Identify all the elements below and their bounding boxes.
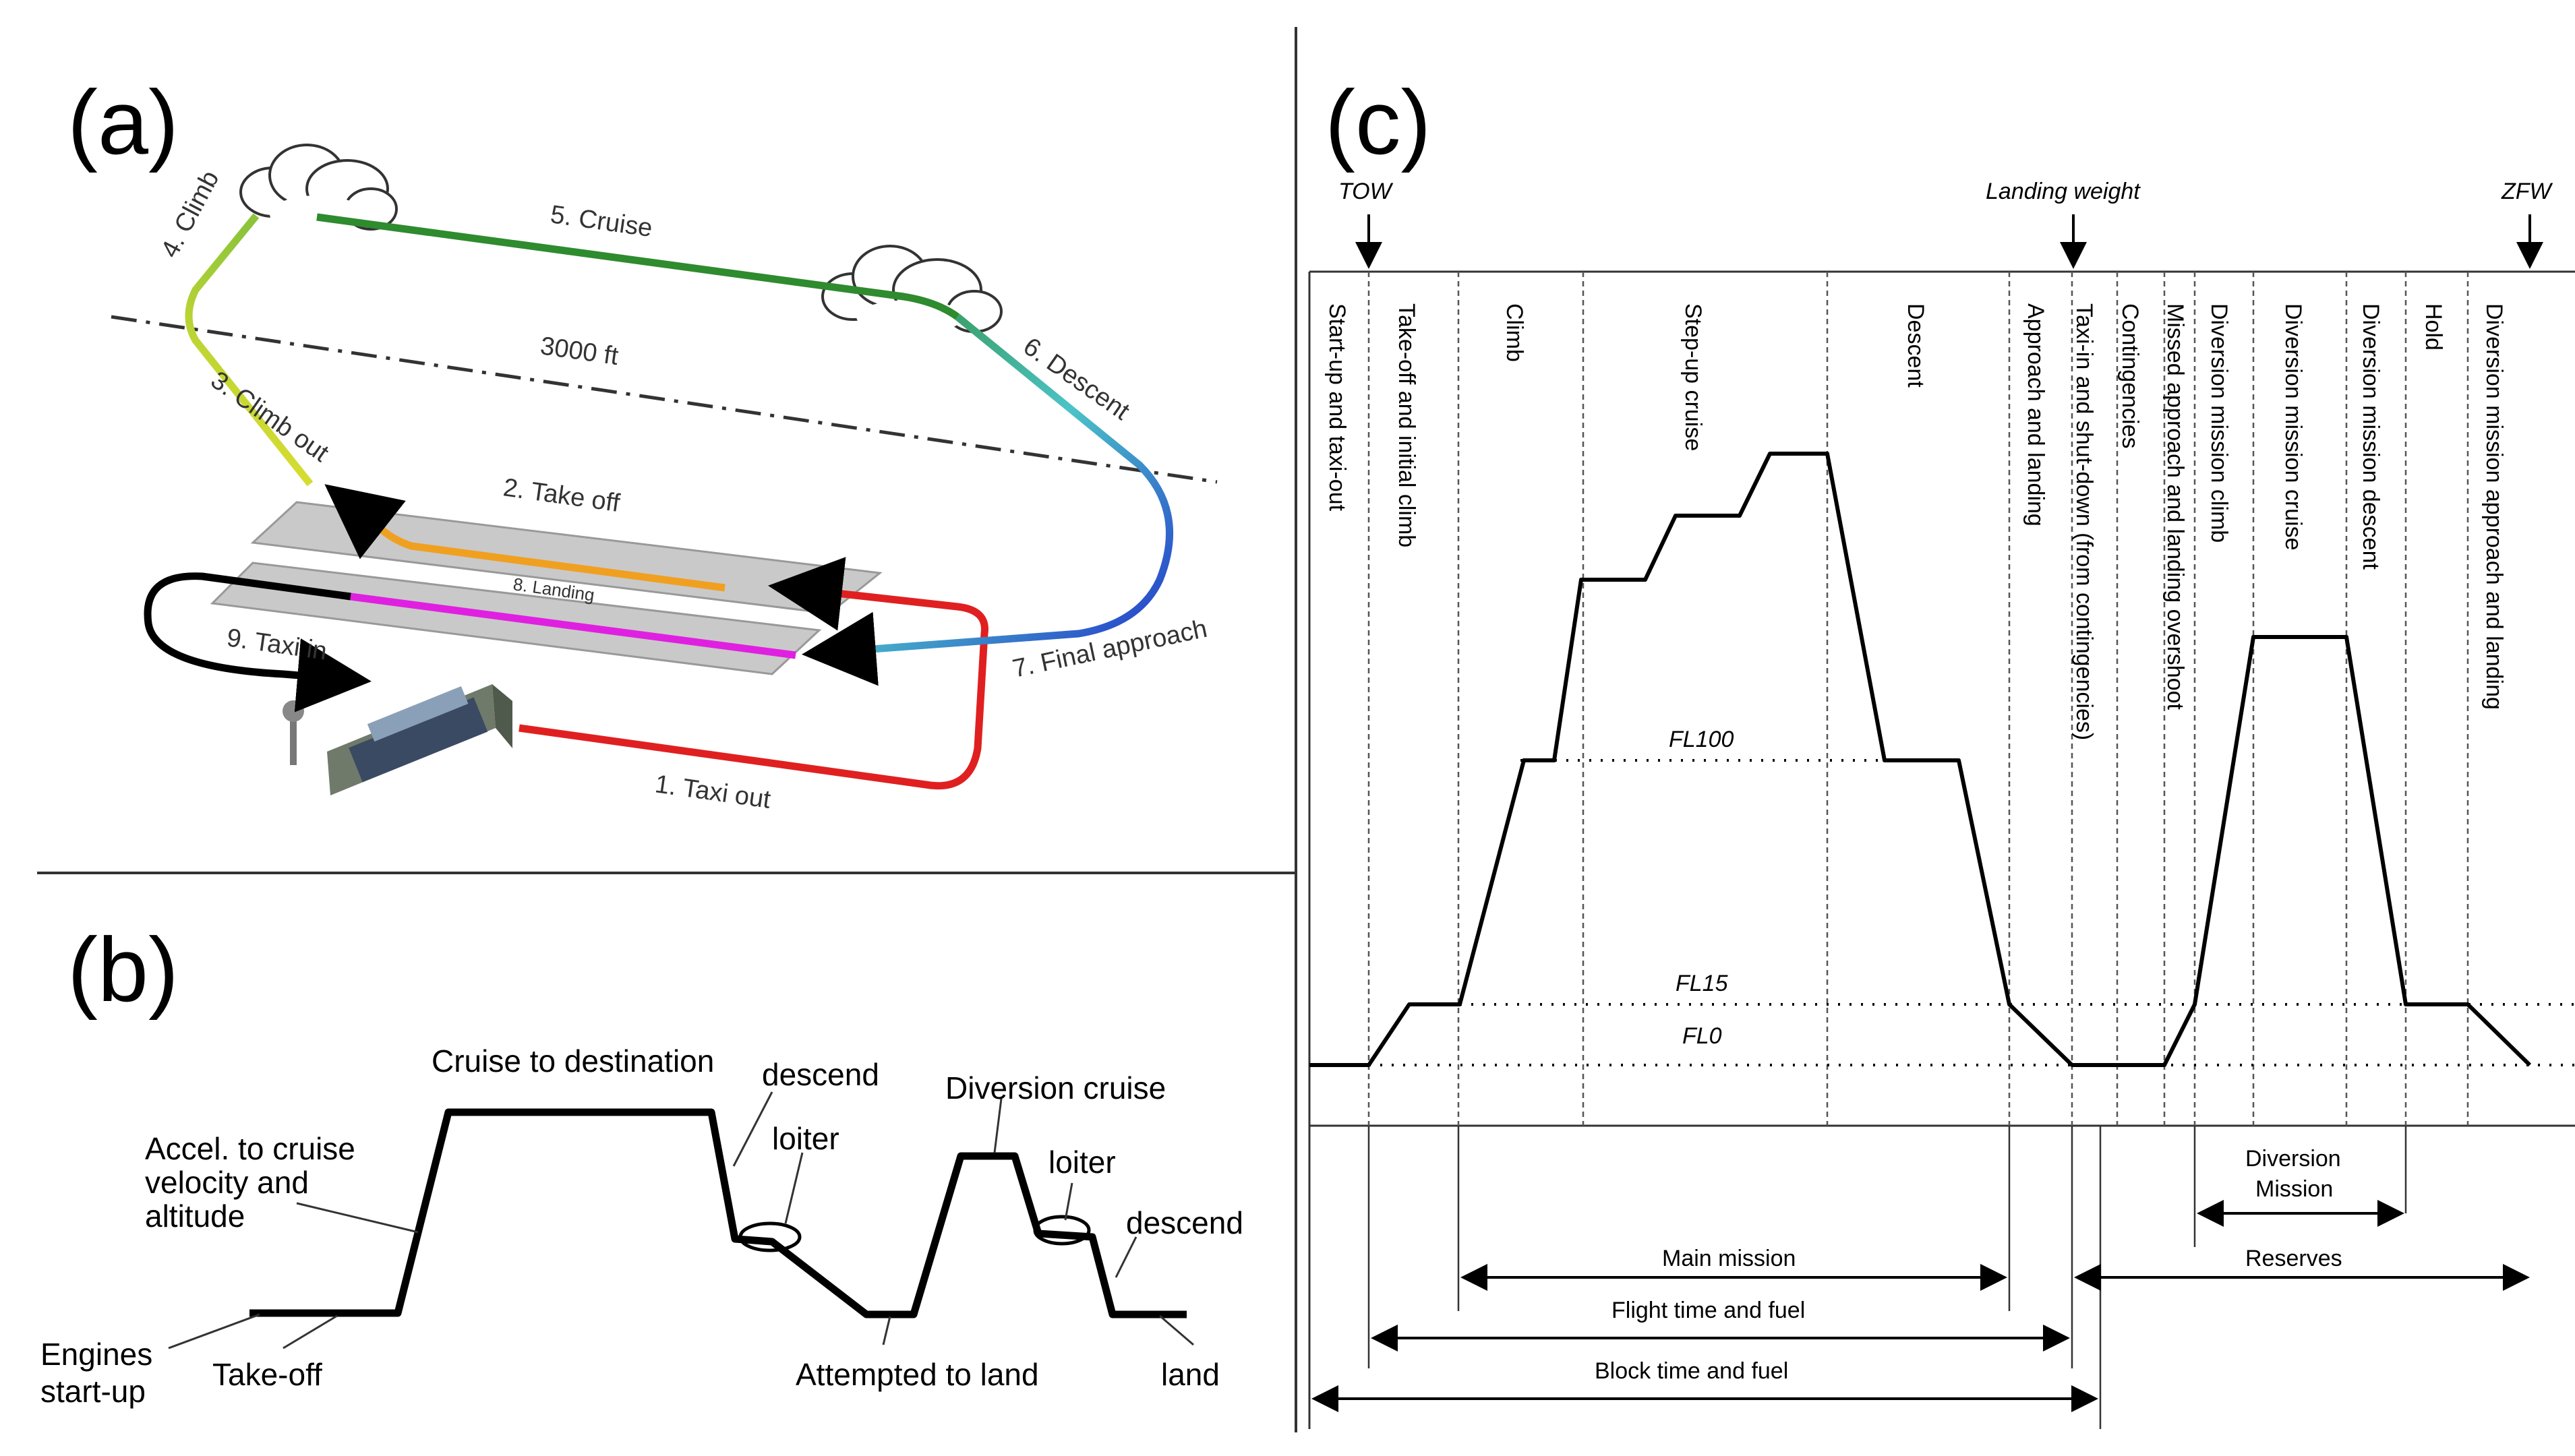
panel-a-label: (a): [67, 71, 179, 173]
panel-c-label: (c): [1325, 71, 1431, 173]
label-engines-line2: start-up: [40, 1374, 146, 1409]
phase-label-9: Diversion mission climb: [2206, 303, 2232, 543]
label-climb: 4. Climb: [156, 166, 225, 262]
phase-label-11: Diversion mission descent: [2358, 303, 2384, 570]
label-diversion-cruise: Diversion cruise: [945, 1070, 1166, 1105]
label-loiter-1: loiter: [772, 1121, 839, 1156]
phase-label-8: Missed approach and landing overshoot: [2162, 303, 2188, 710]
label-taxi-in: 9. Taxi in: [225, 624, 329, 665]
label-attempted-to-land: Attempted to land: [796, 1357, 1039, 1392]
panel-c: (c) TOW Landing weight ZFW: [1308, 71, 2575, 1429]
airport-terminal-icon: [283, 684, 512, 795]
label-take-off-b: Take-off: [212, 1357, 322, 1392]
phase-label-12: Hold: [2421, 303, 2446, 351]
label-descend-2: descend: [1126, 1205, 1243, 1240]
label-flight-time: Flight time and fuel: [1611, 1298, 1805, 1323]
phase-label-2: Climb: [1502, 303, 1527, 362]
path-climb-out: [185, 213, 314, 487]
phase-label-10: Diversion mission cruise: [2280, 303, 2306, 551]
label-fl0: FL0: [1682, 1023, 1722, 1049]
altitude-profile-line: [1309, 452, 2532, 1067]
label-reserves: Reserves: [2245, 1246, 2342, 1271]
path-take-off: [324, 484, 726, 592]
label-engines-line1: Engines: [40, 1337, 152, 1372]
phase-label-1: Take-off and initial climb: [1394, 303, 1419, 547]
label-cruise-to-destination: Cruise to destination: [432, 1043, 714, 1079]
phase-labels: Start-up and taxi-out Take-off and initi…: [1324, 303, 2507, 740]
phase-label-7: Contingencies: [2117, 303, 2143, 448]
label-diversion-line2: Mission: [2255, 1176, 2333, 1202]
label-accel-line3: altitude: [145, 1199, 245, 1234]
panel-b-label: (b): [67, 919, 179, 1021]
label-cruise: 5. Cruise: [549, 200, 654, 243]
phase-label-4: Descent: [1903, 303, 1928, 388]
label-tow: TOW: [1338, 179, 1394, 204]
label-accel-line2: velocity and: [145, 1165, 309, 1200]
leader-take-off: [283, 1314, 338, 1349]
loiter-loop-2-icon: [1033, 1215, 1091, 1246]
altitude-3000ft-line: [111, 315, 1218, 484]
label-taxi-out: 1. Taxi out: [653, 770, 773, 814]
phase-label-5: Approach and landing: [2023, 303, 2048, 526]
label-fl100: FL100: [1669, 727, 1734, 752]
leader-loiter-2: [1064, 1182, 1073, 1221]
path-descent: [802, 313, 1174, 686]
leader-engines: [168, 1313, 260, 1349]
loiter-loop-1-icon: [738, 1221, 802, 1252]
label-climb-out: 3. Climb out: [206, 366, 334, 468]
leader-accel: [296, 1202, 419, 1234]
panel-a: (a): [67, 71, 1218, 814]
label-diversion-line1: Diversion: [2245, 1146, 2341, 1172]
phase-label-6: Taxi-in and shut-down (from contingencie…: [2071, 303, 2097, 740]
leader-land: [1159, 1314, 1194, 1346]
label-main-mission: Main mission: [1662, 1246, 1796, 1271]
mission-profile-line: [249, 1108, 1187, 1318]
label-land: land: [1161, 1357, 1220, 1392]
label-accel-line1: Accel. to cruise: [145, 1131, 355, 1166]
path-cruise: [316, 213, 960, 320]
leader-descend-2: [1115, 1236, 1137, 1278]
label-3000ft: 3000 ft: [539, 332, 620, 371]
phase-dividers: [1367, 272, 2469, 1126]
leader-attempted: [882, 1316, 891, 1345]
label-landing-weight: Landing weight: [1986, 179, 2141, 204]
panel-b: (b) Cruise to destination descend Divers…: [40, 919, 1243, 1409]
leader-loiter-1: [784, 1152, 804, 1224]
cloud-left-icon: [239, 144, 398, 233]
phase-label-3: Step-up cruise: [1680, 303, 1706, 451]
path-taxi-in: [144, 572, 372, 712]
label-fl15: FL15: [1676, 971, 1728, 996]
path-taxi-out: [519, 557, 988, 790]
leader-diversion-cruise: [993, 1098, 1003, 1153]
path-landing: [350, 593, 796, 659]
label-zfw: ZFW: [2501, 179, 2553, 204]
label-loiter-2: loiter: [1048, 1145, 1116, 1180]
phase-label-13: Diversion mission approach and landing: [2481, 303, 2507, 710]
label-block-time: Block time and fuel: [1595, 1358, 1788, 1384]
label-descend-1: descend: [762, 1057, 879, 1092]
phase-label-0: Start-up and taxi-out: [1324, 303, 1350, 512]
label-take-off: 2. Take off: [502, 473, 622, 518]
leader-descend-1: [732, 1091, 773, 1167]
